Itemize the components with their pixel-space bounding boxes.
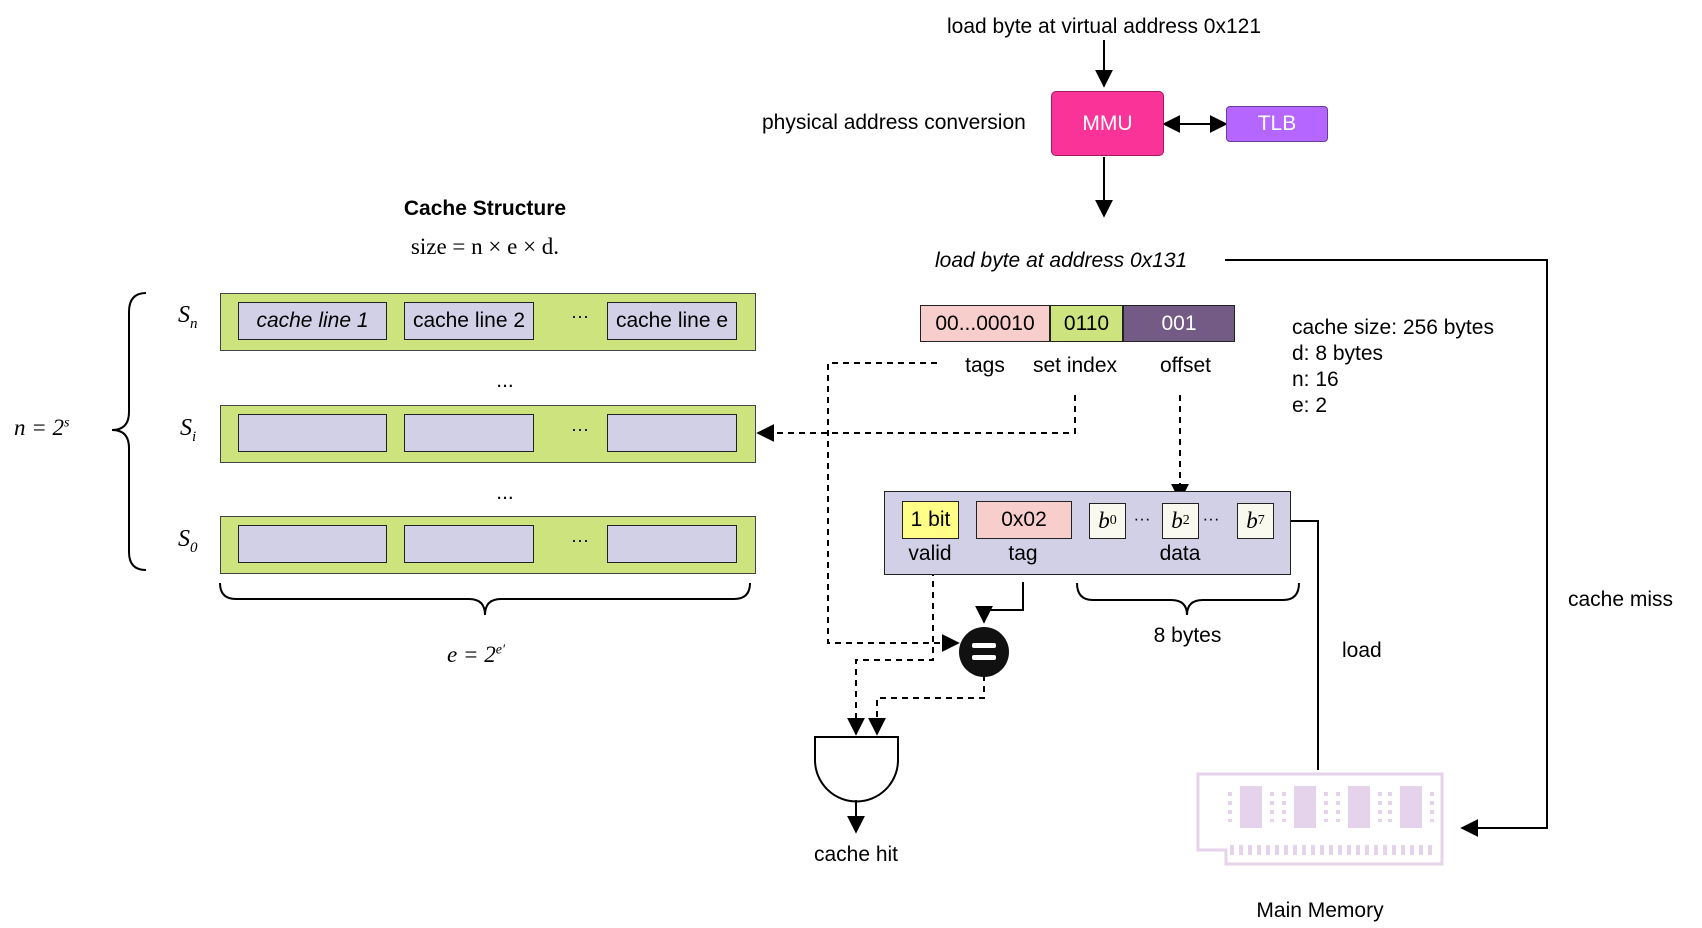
valid-label: valid [908, 542, 952, 565]
set-label-s0: S0 [178, 526, 198, 556]
cache-line [238, 525, 387, 563]
cache-line [607, 414, 737, 452]
address-index-field: 0110 [1050, 305, 1123, 342]
tag-label: tag [1008, 542, 1038, 565]
param-cache-size: cache size: 256 bytes [1292, 316, 1494, 339]
tag-value-box: 0x02 [976, 501, 1072, 539]
compare-wire [868, 675, 985, 736]
cache-line: cache line e [607, 302, 737, 340]
cache-line: cache line 1 [238, 302, 387, 340]
equals-bar-bottom [972, 655, 996, 660]
e-brace [219, 582, 751, 616]
set-index-label: set index [1032, 354, 1118, 377]
param-d: d: 8 bytes [1292, 342, 1384, 365]
offset-label: offset [1160, 354, 1211, 377]
data-label: data [1159, 542, 1201, 565]
line-ellipsis: ··· [571, 419, 589, 439]
set-ellipsis-bottom: ... [496, 481, 514, 504]
param-e: e: 2 [1292, 394, 1328, 417]
e-formula-exp: e′ [495, 642, 506, 658]
valid-wire [847, 570, 934, 736]
and-gate [814, 736, 899, 803]
bytes-caption: 8 bytes [1153, 624, 1222, 647]
cache-miss-label: cache miss [1568, 588, 1674, 611]
set-label-sn: Sn [178, 302, 198, 332]
cache-line: cache line 2 [404, 302, 534, 340]
tlb-label: TLB [1257, 112, 1297, 135]
memory-chip-icon [1196, 772, 1444, 866]
line-ellipsis: ··· [571, 306, 589, 326]
virtual-load-label: load byte at virtual address 0x121 [946, 15, 1262, 38]
cache-line [404, 525, 534, 563]
n-formula-base: n = 2 [14, 415, 65, 440]
cache-line [404, 414, 534, 452]
n-formula-exp: s [64, 415, 70, 431]
size-formula: size = n × e × d. [410, 234, 560, 259]
mmu-label: MMU [1082, 111, 1133, 135]
address-tag-field: 00...00010 [920, 305, 1050, 342]
set-label-si: Si [180, 415, 197, 445]
main-memory-label: Main Memory [1256, 899, 1384, 922]
address-offset-field: 001 [1123, 305, 1235, 342]
byte-dots-2: ··· [1202, 509, 1220, 528]
equals-bar-top [972, 643, 996, 648]
param-n: n: 16 [1292, 368, 1339, 391]
comparator [959, 627, 1009, 677]
set-ellipsis-top: ... [496, 369, 514, 392]
cache-hit-label: cache hit [813, 843, 899, 866]
conversion-label: physical address conversion [762, 111, 1026, 134]
e-formula-base: e = 2 [447, 642, 496, 667]
cache-line [607, 525, 737, 563]
tag-wire [975, 582, 1024, 624]
byte-dots-1: ··· [1133, 509, 1151, 528]
valid-bit-box: 1 bit [902, 501, 959, 539]
load-label: load [1342, 639, 1382, 662]
set-index-wire [756, 395, 1076, 442]
n-brace [111, 292, 147, 571]
mmu-box: MMU [1051, 91, 1164, 156]
line-ellipsis: ··· [571, 530, 589, 550]
tlb-box: TLB [1226, 106, 1328, 142]
cache-line [238, 414, 387, 452]
physical-load-label: load byte at address 0x131 [935, 249, 1188, 272]
e-formula: e = 2e′ [447, 643, 505, 666]
tags-wire [827, 362, 960, 652]
n-formula: n = 2s [14, 416, 69, 439]
tags-label: tags [965, 354, 1005, 377]
cache-miss-wire [1225, 259, 1548, 837]
cache-structure-title: Cache Structure [403, 197, 567, 220]
bytes-brace [1076, 582, 1300, 616]
